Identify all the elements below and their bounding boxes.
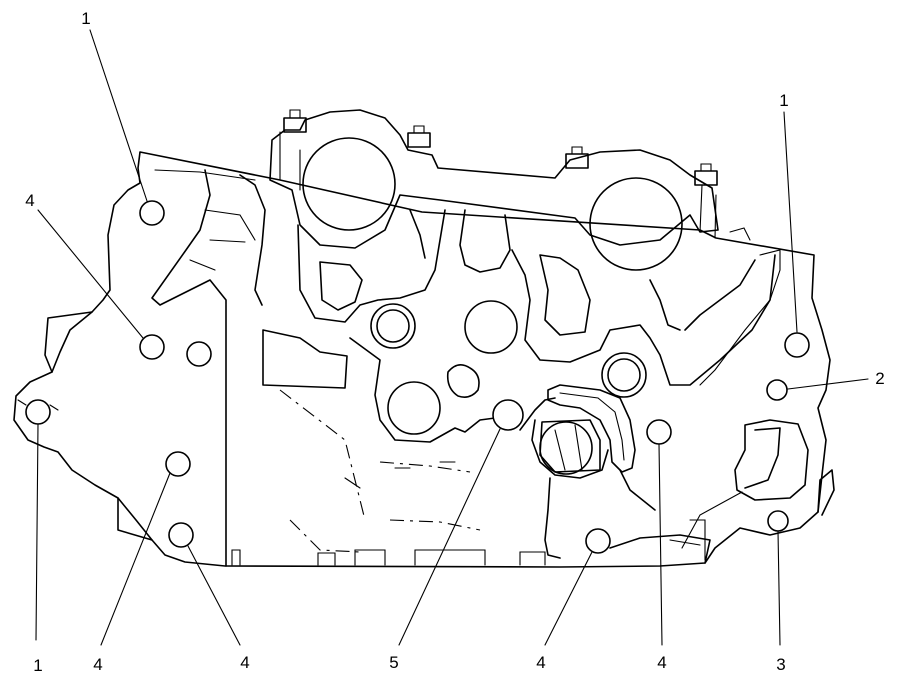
leader-line [89,29,148,202]
leader-line [783,111,798,333]
cylinder-head-outline [13,151,835,568]
leader-line [544,551,593,646]
callout-label: 3 [776,655,785,674]
callout-label: 1 [779,91,788,110]
callout-label: 1 [33,656,42,675]
callout-label: 1 [81,9,90,28]
internal-passages [189,174,809,561]
leader-line [398,428,501,646]
callout-label: 4 [93,655,102,674]
leader-line [787,378,869,390]
leader-line [35,423,39,641]
callout-label: 5 [389,653,398,672]
callout-label: 4 [25,191,34,210]
leader-lines [35,29,869,646]
leader-line [658,443,663,646]
callout-labels: 1 4 1 1 2 3 4 4 5 4 4 [25,9,884,675]
leader-line [187,545,241,646]
leader-line [100,472,171,646]
camshaft-caps [269,109,751,271]
callout-label: 4 [657,653,666,672]
callout-label: 4 [240,653,249,672]
callout-label: 2 [875,369,884,388]
bolt-holes [17,200,810,554]
leader-line [777,530,781,646]
leader-line [37,209,144,339]
callout-label: 4 [536,653,545,672]
